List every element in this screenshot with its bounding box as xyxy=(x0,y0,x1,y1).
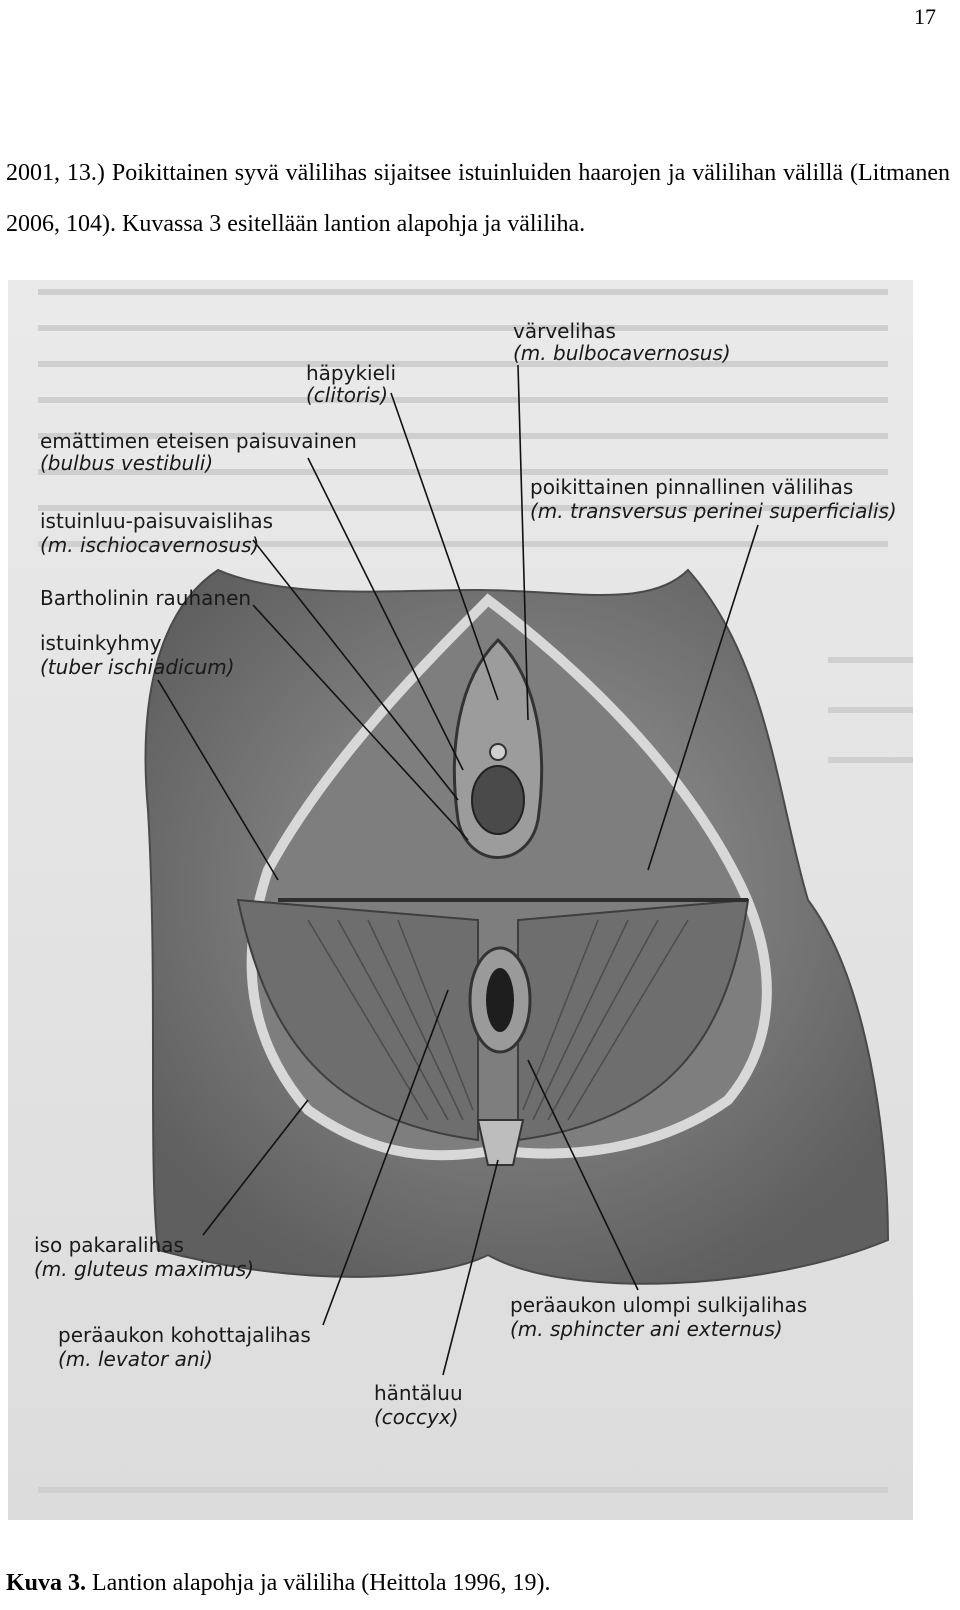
leader-lines xyxy=(157,364,759,1376)
gluteus-right xyxy=(517,898,750,1142)
label-hantaluu-latin: (coccyx) xyxy=(374,1405,459,1429)
label-peraaukon-kohottaja: peräaukon kohottajalihas xyxy=(58,1323,311,1347)
label-istuinluu: istuinluu-paisuvaislihas xyxy=(40,509,273,533)
label-iso-pakaralihas-latin: (m. gluteus maximus) xyxy=(34,1257,254,1281)
label-emattimen: emättimen eteisen paisuvainen xyxy=(40,429,357,453)
faint-text-lines xyxy=(38,289,913,1493)
coccyx-shape xyxy=(476,1119,525,1166)
label-iso-pakaralihas: iso pakaralihas xyxy=(34,1233,184,1257)
urethra xyxy=(489,743,507,761)
vaginal-opening xyxy=(471,765,525,835)
label-poikittainen-latin: (m. transversus perinei superficialis) xyxy=(530,499,897,523)
caption-text: Lantion alapohja ja väliliha (Heittola 1… xyxy=(92,1570,551,1596)
figure-caption: Kuva 3. Lantion alapohja ja väliliha (He… xyxy=(6,1570,551,1597)
label-emattimen-latin: (bulbus vestibuli) xyxy=(40,451,213,475)
label-peraaukon-sulkija-latin: (m. sphincter ani externus) xyxy=(510,1317,783,1341)
label-istuinkyhmy: istuinkyhmy xyxy=(40,631,162,655)
label-poikittainen: poikittainen pinnallinen välilihas xyxy=(530,475,853,499)
label-peraaukon-sulkija: peräaukon ulompi sulkijalihas xyxy=(510,1293,807,1317)
label-hapykieli-latin: (clitoris) xyxy=(306,383,388,407)
anatomy-figure: värvelihas (m. bulbocavernosus) häpykiel… xyxy=(8,280,938,1525)
label-hapykieli: häpykieli xyxy=(306,361,396,385)
page-number: 17 xyxy=(914,4,936,29)
label-bartholinin: Bartholinin rauhanen xyxy=(40,586,251,610)
caption-label: Kuva 3. xyxy=(6,1570,87,1596)
label-hantaluu: häntäluu xyxy=(374,1381,463,1405)
figure-svg: värvelihas (m. bulbocavernosus) häpykiel… xyxy=(8,280,913,1520)
label-istuinluu-latin: (m. ischiocavernosus) xyxy=(40,533,259,557)
label-varvelihas: värvelihas xyxy=(513,319,616,343)
gluteus-left xyxy=(236,898,479,1142)
muscle-fibers xyxy=(307,919,689,1121)
label-varvelihas-latin: (m. bulbocavernosus) xyxy=(513,341,731,365)
anus-inner xyxy=(486,968,514,1032)
body-paragraph: 2001, 13.) Poikittainen syvä välilihas s… xyxy=(6,160,950,237)
label-istuinkyhmy-latin: (tuber ischiadicum) xyxy=(40,655,235,679)
label-peraaukon-kohottaja-latin: (m. levator ani) xyxy=(58,1347,213,1371)
